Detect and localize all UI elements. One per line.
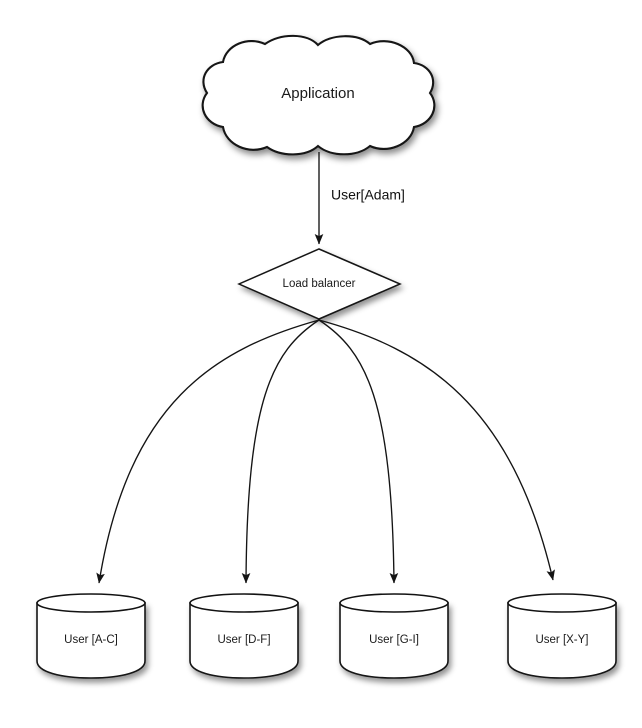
edge-load-balancer-to-db-2 — [318, 319, 399, 584]
application-label: Application — [281, 85, 354, 102]
edge-application-to-load-balancer: User[Adam] — [314, 152, 405, 245]
edge-load-balancer-to-db-1 — [241, 319, 320, 584]
node-database-2[interactable]: User [G-I] — [339, 593, 449, 679]
edge-line-lb-db3 — [318, 319, 555, 581]
node-database-1[interactable]: User [D-F] — [189, 593, 299, 679]
node-load-balancer[interactable]: Load balancer — [237, 248, 402, 320]
node-application[interactable]: Application — [201, 34, 436, 156]
load-balancer-label: Load balancer — [283, 278, 356, 290]
edge-line-lb-db1 — [241, 319, 320, 584]
edge-line-lb-db2 — [318, 319, 399, 584]
edge-load-balancer-to-db-0 — [96, 319, 320, 584]
database-1-label: User [D-F] — [217, 634, 270, 646]
edge-label-user-adam: User[Adam] — [331, 187, 405, 203]
node-database-3[interactable]: User [X-Y] — [507, 593, 617, 679]
edge-load-balancer-to-db-3 — [318, 319, 555, 581]
database-3-label: User [X-Y] — [535, 634, 588, 646]
edge-line-lb-db0 — [96, 319, 320, 584]
database-0-label: User [A-C] — [64, 634, 118, 646]
database-2-label: User [G-I] — [369, 634, 419, 646]
node-database-0[interactable]: User [A-C] — [36, 593, 146, 679]
